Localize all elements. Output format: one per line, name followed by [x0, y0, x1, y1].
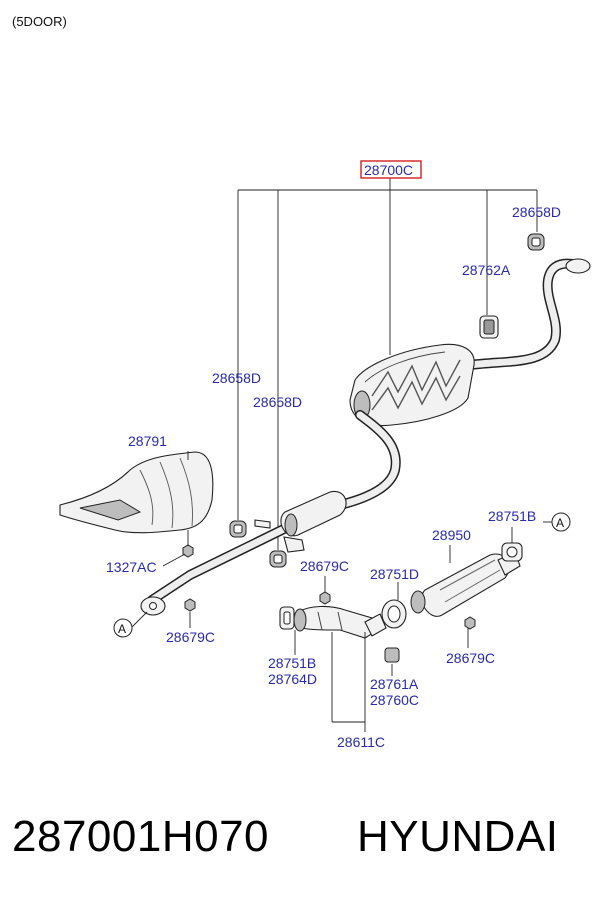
- label-28950[interactable]: 28950: [432, 527, 471, 543]
- label-28751B-right[interactable]: 28751B: [488, 508, 536, 524]
- gasket-28751B-right: [501, 542, 523, 562]
- tail-pipe: [465, 258, 591, 370]
- label-28764D[interactable]: 28764D: [268, 671, 317, 687]
- hanger-mid1: [229, 520, 247, 538]
- label-28791[interactable]: 28791: [128, 433, 167, 449]
- variant-label: (5DOOR): [12, 14, 67, 29]
- main-part-highlight-box: [360, 160, 422, 179]
- nut-28679C-right: [464, 616, 476, 630]
- heat-protector: [59, 451, 214, 534]
- tail-pipe-outlet: [565, 258, 591, 274]
- hanger-28762A: [479, 315, 499, 339]
- svg-text:A: A: [556, 516, 564, 530]
- resonator: [280, 490, 347, 537]
- front-pipe: [293, 605, 400, 663]
- nut-28679C-mid: [319, 591, 331, 605]
- label-28611C[interactable]: 28611C: [337, 734, 385, 750]
- hanger-top: [527, 233, 545, 251]
- footer-brand: HYUNDAI: [357, 812, 559, 861]
- hanger-bracket: [254, 519, 271, 529]
- clamp-28761A: [384, 647, 400, 663]
- main-part-label[interactable]: 28700C: [364, 162, 413, 178]
- svg-text:A: A: [118, 622, 126, 636]
- label-28658D-mid1[interactable]: 28658D: [212, 370, 261, 386]
- label-28658D-mid2[interactable]: 28658D: [253, 394, 302, 410]
- main-muffler: [349, 343, 475, 427]
- label-1327AC[interactable]: 1327AC: [106, 559, 157, 575]
- reference-circle-left: A: [113, 618, 133, 638]
- footer-caption: 287001H070 HYUNDAI: [0, 812, 600, 882]
- main-assembly-leader: [237, 178, 538, 550]
- label-28679C-mid[interactable]: 28679C: [300, 558, 349, 574]
- nut-1327AC: [182, 544, 194, 558]
- label-28751B-left[interactable]: 28751B: [268, 655, 316, 671]
- hanger-bracket-2: [283, 536, 305, 553]
- nut-28679C-left: [184, 598, 196, 612]
- label-28658D-top[interactable]: 28658D: [512, 204, 561, 220]
- label-28679C-left[interactable]: 28679C: [166, 629, 215, 645]
- label-28761A[interactable]: 28761A: [370, 676, 419, 692]
- hanger-mid2: [269, 550, 287, 568]
- reference-circle-right: A: [551, 512, 571, 532]
- label-28679C-right[interactable]: 28679C: [446, 650, 495, 666]
- gasket-28751B-left: [279, 606, 295, 630]
- center-pipe: [140, 410, 401, 616]
- catalytic-converter: [410, 551, 521, 617]
- gasket-28751D: [381, 599, 407, 629]
- label-28751D[interactable]: 28751D: [370, 566, 419, 582]
- footer-part-number: 287001H070: [12, 812, 270, 861]
- label-28762A[interactable]: 28762A: [462, 262, 511, 278]
- label-28760C[interactable]: 28760C: [370, 692, 419, 708]
- part-leaders: [131, 451, 556, 732]
